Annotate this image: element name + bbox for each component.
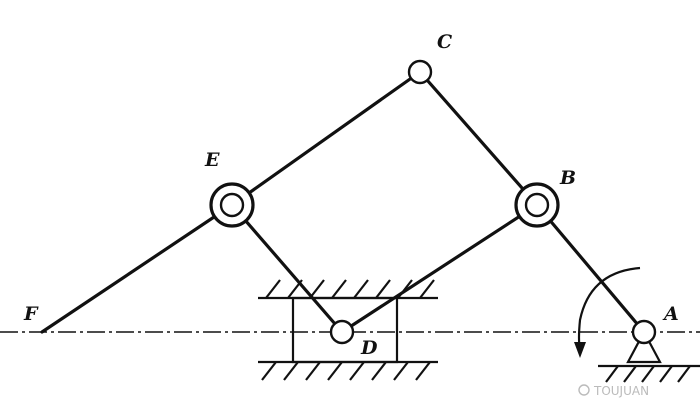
joint-D (329, 319, 355, 345)
joint-E (209, 182, 255, 228)
label-A: A (662, 303, 679, 325)
label-E: E (204, 149, 220, 171)
link-ED (230, 203, 344, 334)
link-EC (230, 70, 422, 207)
link-BD (340, 203, 539, 334)
link-BA (535, 203, 646, 334)
watermark-text: TOUJUAN (593, 384, 649, 398)
label-C: C (437, 31, 452, 53)
link-EF (40, 203, 234, 334)
label-D: D (360, 337, 378, 359)
label-B: B (559, 167, 576, 189)
slider-guide-bottom (258, 360, 438, 381)
slider-block (291, 296, 399, 364)
joint-C (407, 59, 433, 85)
rotation-arrow (574, 266, 641, 358)
watermark-logo-icon (578, 384, 590, 396)
joint-A (631, 319, 657, 345)
joint-B (514, 182, 560, 228)
slider-guide-top (258, 279, 438, 300)
watermark: TOUJUAN (578, 384, 649, 398)
ground-support-A (598, 329, 700, 383)
link-CB (418, 70, 539, 207)
label-F: F (23, 303, 39, 325)
